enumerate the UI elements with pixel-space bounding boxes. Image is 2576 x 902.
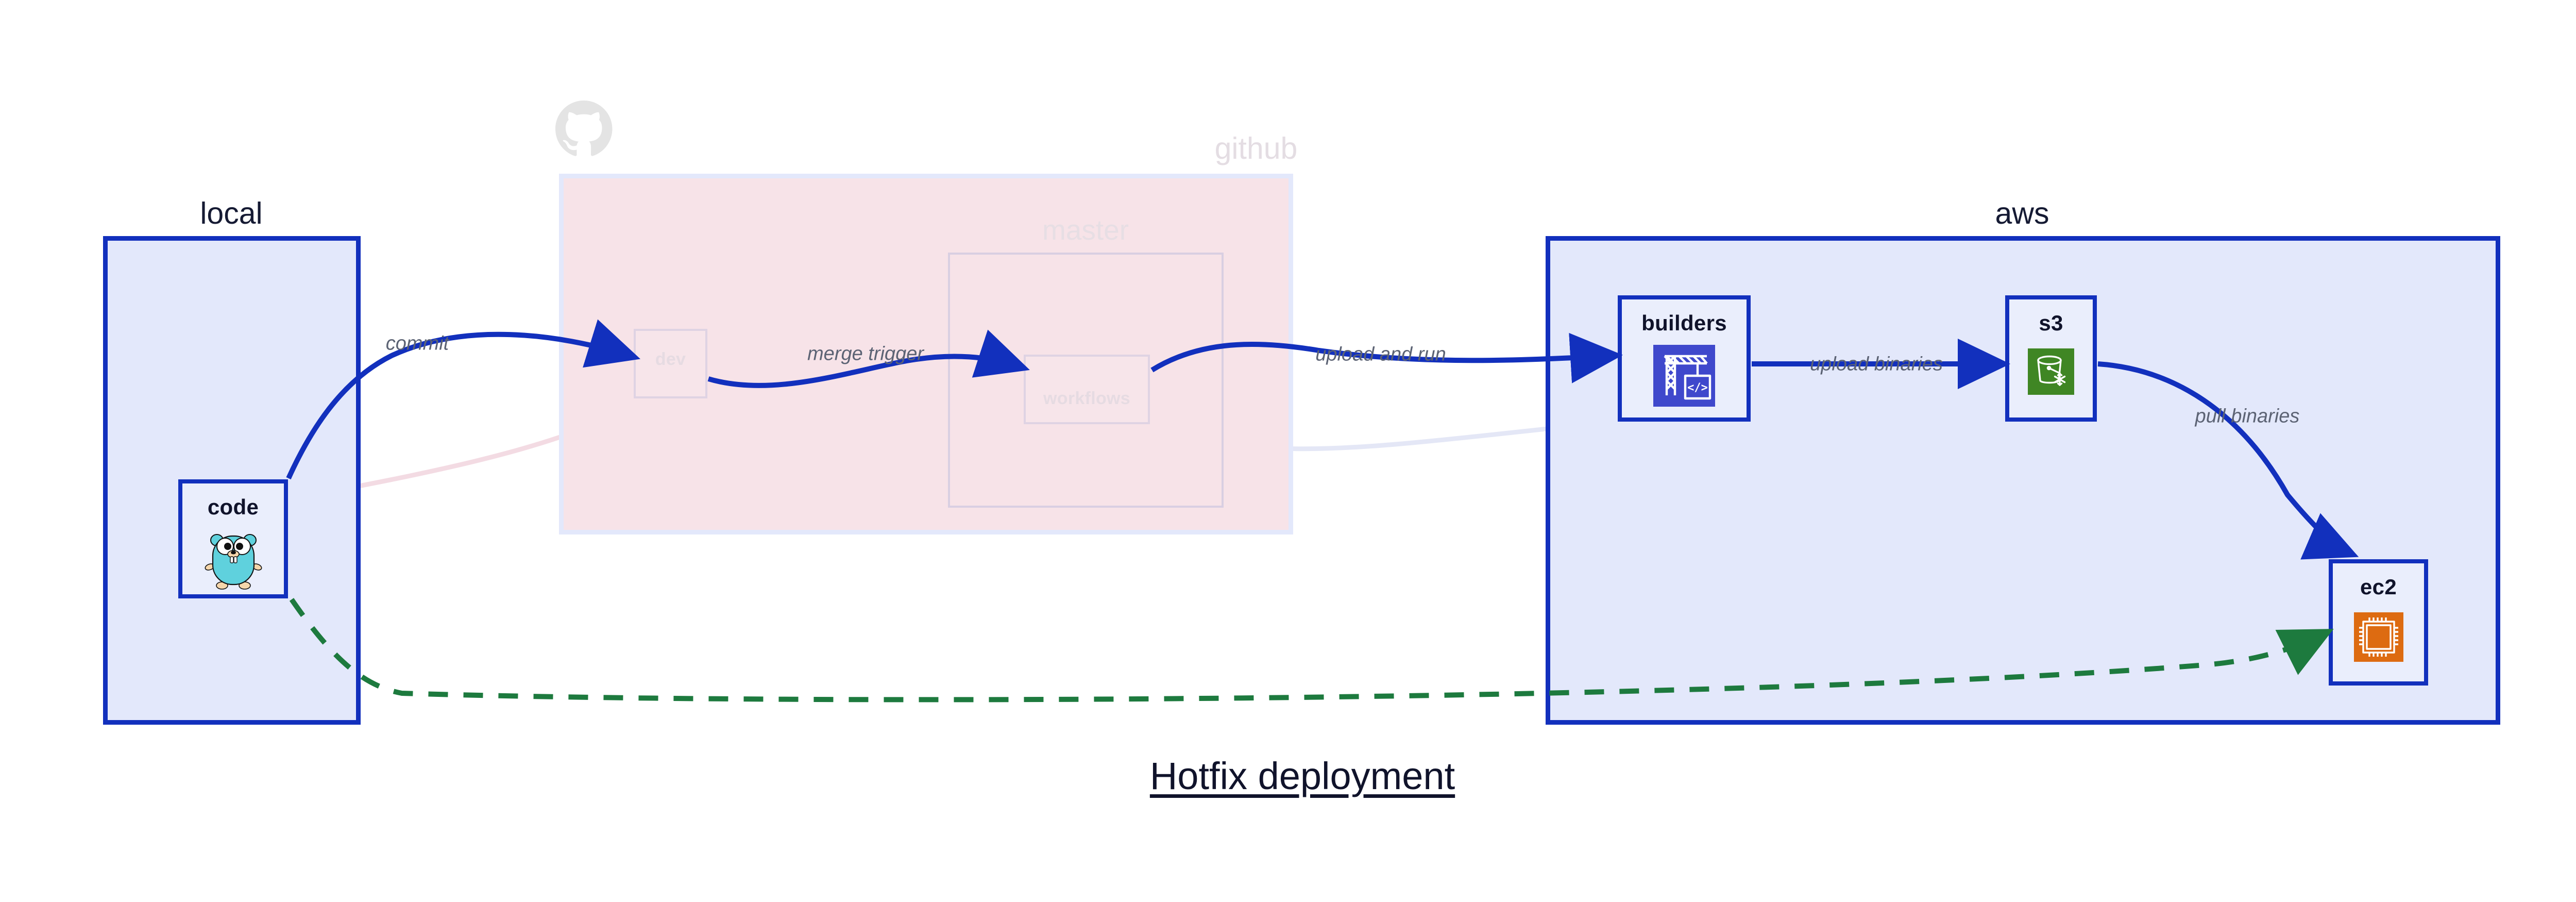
- node-workflows-label: workflows: [1043, 389, 1130, 408]
- edge-label-merge-trigger: merge trigger: [807, 343, 924, 365]
- node-s3[interactable]: s3: [2005, 295, 2097, 422]
- github-octocat-icon: [555, 101, 613, 156]
- node-dev-label: dev: [655, 349, 686, 369]
- node-builders[interactable]: builders </>: [1618, 295, 1751, 422]
- node-code-label: code: [207, 495, 259, 519]
- aws-ec2-icon: [2353, 612, 2403, 662]
- svg-text:</>: </>: [1687, 381, 1708, 394]
- aws-s3-glacier-icon: [2028, 348, 2074, 395]
- cluster-title-aws: aws: [1995, 196, 2049, 230]
- edge-label-commit: commit: [385, 332, 449, 355]
- node-ec2-label: ec2: [2360, 575, 2397, 599]
- edge-label-upload-and-run: upload and run: [1315, 343, 1446, 365]
- cluster-title-master: master: [1042, 214, 1129, 246]
- node-code[interactable]: code: [178, 479, 288, 598]
- node-ec2[interactable]: ec2: [2329, 559, 2428, 686]
- node-dev[interactable]: dev: [634, 329, 707, 398]
- edge-label-upload-binaries: upload binaries: [1810, 353, 1943, 375]
- aws-codebuild-icon: </>: [1653, 345, 1715, 407]
- node-s3-label: s3: [2039, 311, 2063, 335]
- diagram-title: Hotfix deployment: [1149, 755, 1455, 797]
- cluster-title-github: github: [1214, 131, 1298, 165]
- node-workflows[interactable]: workflows: [1024, 355, 1150, 424]
- cluster-title-local: local: [200, 196, 263, 230]
- go-gopher-icon: [205, 529, 262, 592]
- node-builders-label: builders: [1641, 311, 1727, 335]
- edge-label-pull-binaries: pull binaries: [2195, 405, 2300, 427]
